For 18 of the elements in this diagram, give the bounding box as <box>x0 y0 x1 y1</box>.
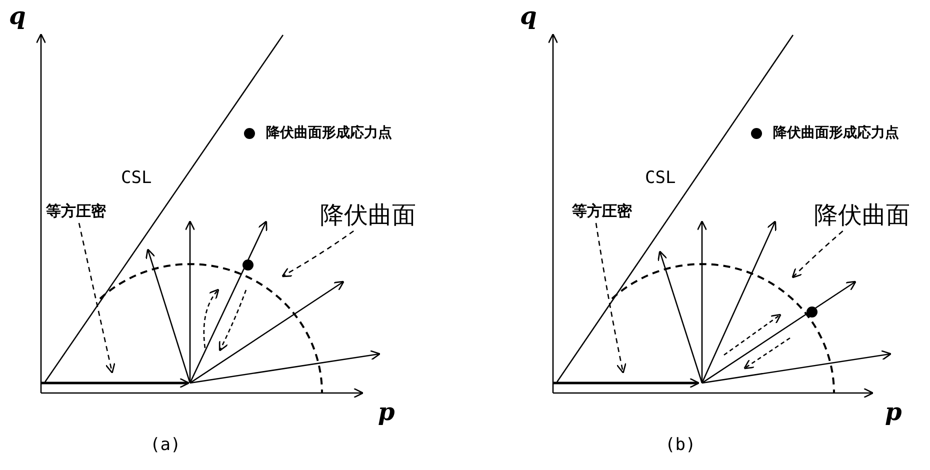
callout-text: 等方圧密 <box>572 204 632 219</box>
axis-label: p <box>378 400 395 424</box>
line-label: CSL <box>645 170 676 187</box>
leader-arrow <box>78 222 116 374</box>
axis-label: q <box>9 4 26 28</box>
callout-text: 等方圧密 <box>46 204 106 219</box>
callout-text: 降伏曲面 <box>814 203 910 227</box>
legend-label: 降伏曲面形成応力点 <box>773 126 899 140</box>
axis-label: q <box>520 4 537 28</box>
axis-label: p <box>885 400 902 424</box>
panel-label: (a) <box>150 437 181 454</box>
line-label: CSL <box>121 170 152 187</box>
panel-label: (b) <box>665 437 696 454</box>
legend-label: 降伏曲面形成応力点 <box>266 126 392 140</box>
callout-text: 降伏曲面 <box>320 203 416 227</box>
leader-arrow <box>282 230 354 278</box>
leader-arrow <box>595 222 626 374</box>
leader-arrow <box>792 230 844 278</box>
